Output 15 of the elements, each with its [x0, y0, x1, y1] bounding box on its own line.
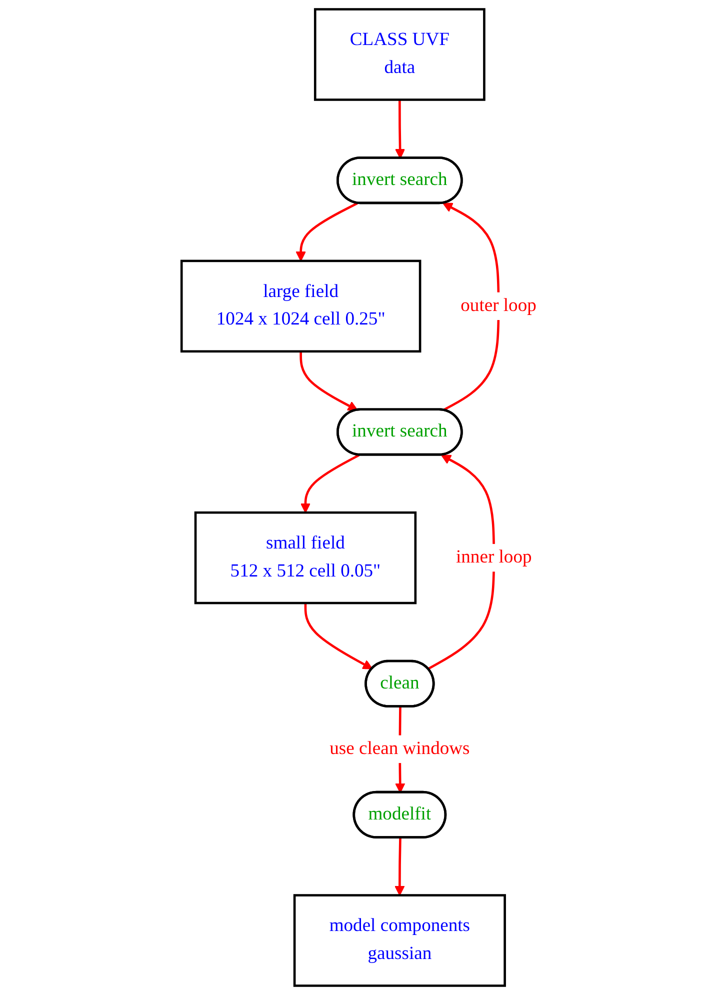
edge-label: use clean windows: [330, 738, 470, 758]
node-box: CLASS UVF data: [314, 8, 486, 101]
arrow: [394, 100, 406, 159]
node-box: small field 512 x 512 cell 0.05": [194, 511, 417, 604]
arrow: [300, 454, 360, 514]
node-box: large field 1024 x 1024 cell 0.25": [180, 260, 422, 353]
arrow: [300, 351, 358, 411]
arrow: [428, 454, 496, 670]
arrow: [442, 202, 500, 412]
arrow: [296, 202, 358, 262]
arrow: [394, 838, 405, 896]
edge-label: outer loop: [460, 296, 536, 316]
edge-label: inner loop: [456, 547, 532, 568]
arrow: [304, 603, 373, 670]
node-box: model components gaussian: [293, 894, 506, 987]
